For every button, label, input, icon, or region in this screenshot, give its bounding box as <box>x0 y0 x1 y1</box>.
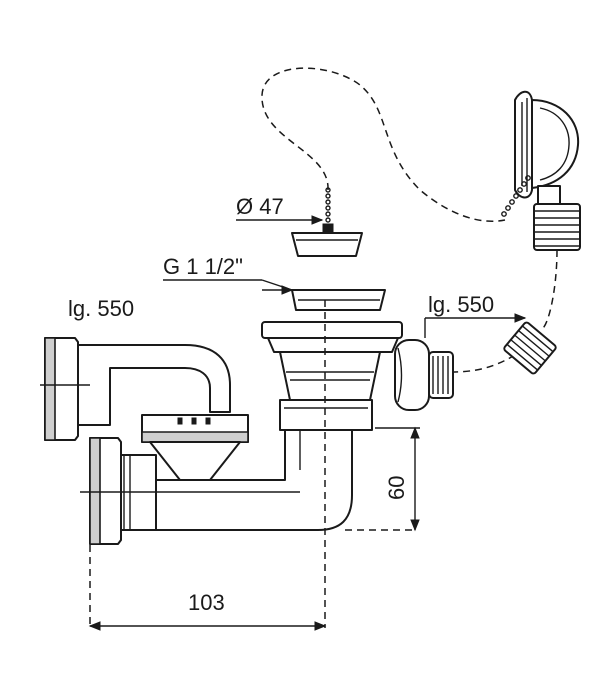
height-label: 60 <box>384 476 409 500</box>
left-length-label: lg. 550 <box>68 296 134 321</box>
overflow-head <box>514 90 580 205</box>
upper-middle-nut <box>141 414 249 443</box>
plug-chain <box>322 187 334 234</box>
width-label: 103 <box>188 590 225 615</box>
height-dimension: 60 <box>375 426 420 532</box>
overflow-hose-dashed <box>539 249 558 331</box>
overflow-corrugated-hose <box>533 203 581 251</box>
upper-left-pipe <box>74 344 231 426</box>
lower-left-nut <box>80 437 300 545</box>
funnel-connector <box>149 441 241 481</box>
upper-left-nut <box>40 337 90 441</box>
waste-flange <box>291 289 386 311</box>
side-inlet-nut <box>394 339 454 411</box>
overflow-chain <box>501 175 531 217</box>
diameter-dimension: Ø 47 <box>236 194 324 225</box>
overflow-cable-dashed <box>261 67 506 222</box>
angled-hose-coupling <box>503 321 557 375</box>
right-length-label: lg. 550 <box>428 292 494 317</box>
thread-label: G 1 1/2" <box>163 254 243 279</box>
thread-dimension: G 1 1/2" <box>163 254 294 295</box>
waste-body <box>261 321 403 431</box>
plug-stopper <box>291 232 363 257</box>
diameter-label: Ø 47 <box>236 194 284 219</box>
width-dimension: 103 <box>88 590 327 631</box>
right-length-dimension: lg. 550 <box>424 292 527 338</box>
